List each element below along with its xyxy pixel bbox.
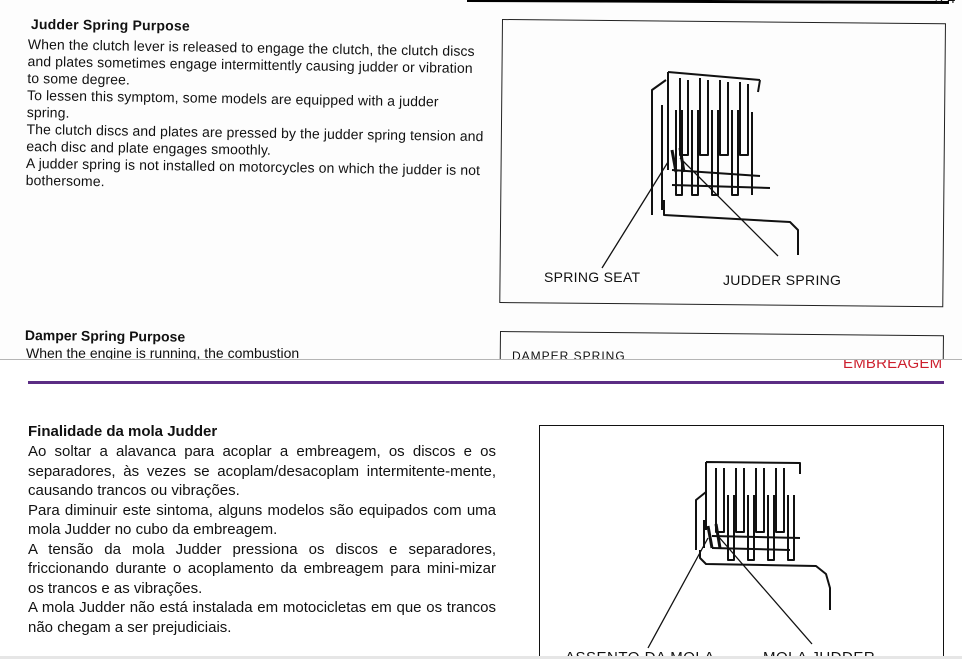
figure-frame-pt xyxy=(539,425,944,659)
damper-spring-heading: Damper Spring Purpose xyxy=(24,327,186,345)
paragraph: Para diminuir este sintoma, alguns model… xyxy=(28,501,496,539)
english-scan-panel: 3-4 Judder Spring Purpose When the clutc… xyxy=(24,0,956,360)
judder-spring-label-pt: MOLA JUDDER xyxy=(763,649,876,659)
paragraph: A tensão da mola Judder pressiona os dis… xyxy=(28,540,496,597)
section-rule xyxy=(28,381,944,384)
judder-spring-text-pt: Ao soltar a alavanca para acoplar a embr… xyxy=(28,442,496,637)
spring-seat-label-pt: ASSENTO DA MOLA xyxy=(565,649,715,659)
clutch-diagram-pt xyxy=(647,461,831,649)
bottom-edge xyxy=(0,656,962,659)
damper-spring-label: DAMPER SPRING xyxy=(512,349,626,360)
section-title: EMBREAGEM xyxy=(843,360,943,372)
judder-spring-label: JUDDER SPRING xyxy=(723,272,842,288)
panel-divider xyxy=(0,359,962,360)
portuguese-page-panel: EMBREAGEM Finalidade da mola Judder Ao s… xyxy=(0,360,962,659)
paragraph: A mola Judder não está instalada em moto… xyxy=(28,599,496,636)
damper-spring-text-fragment: When the engine is running, the combusti… xyxy=(26,345,300,360)
paragraph: Ao soltar a alavanca para acoplar a embr… xyxy=(28,443,496,499)
spring-seat-label: SPRING SEAT xyxy=(544,269,641,285)
page-number: 3-4 xyxy=(935,0,955,6)
judder-spring-heading-pt: Finalidade da mola Judder xyxy=(28,423,218,440)
clutch-diagram xyxy=(601,71,799,269)
